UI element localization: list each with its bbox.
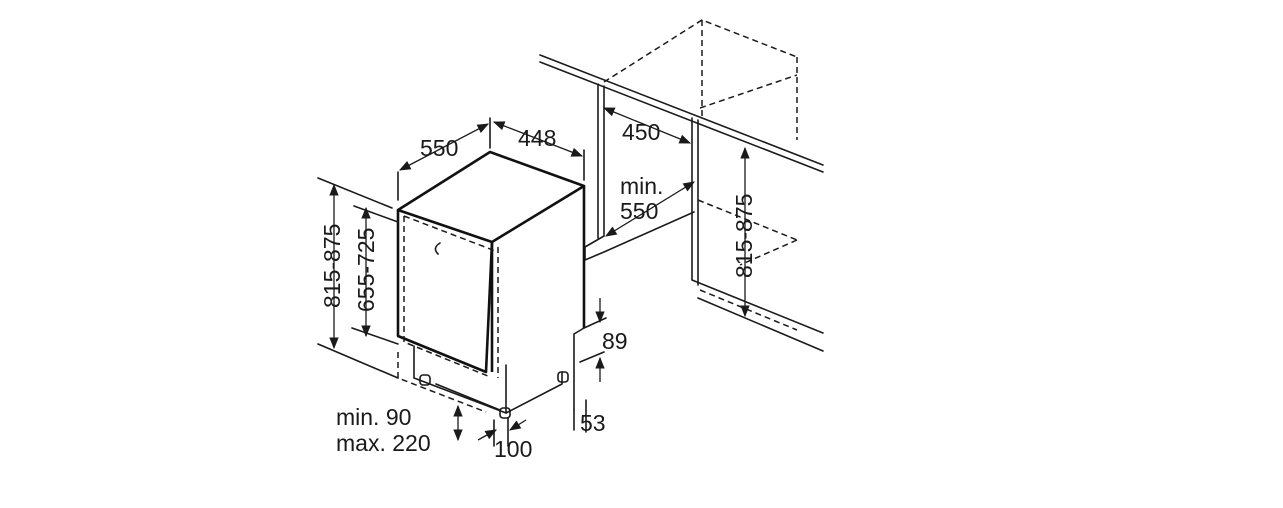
label-unit-depth: 550 bbox=[420, 135, 458, 161]
label-height-range: 815-875 bbox=[319, 224, 345, 308]
label-niche-depth-1: min. bbox=[620, 173, 663, 199]
dishwasher bbox=[396, 150, 586, 419]
side-frame bbox=[573, 327, 585, 411]
label-unit-width: 448 bbox=[518, 125, 556, 151]
label-niche-height: 815-875 bbox=[731, 194, 757, 278]
plinth-depth-dim-2 bbox=[509, 419, 527, 431]
kitchen-niche bbox=[539, 19, 824, 352]
dishwasher-top bbox=[396, 150, 586, 244]
unit-depth-dim bbox=[398, 123, 490, 171]
plinth-depth-dim bbox=[477, 429, 498, 441]
foot-left bbox=[419, 374, 431, 386]
unit-width-dim bbox=[492, 121, 584, 157]
dishwasher-plinth bbox=[413, 345, 563, 414]
dishwasher-side bbox=[490, 186, 586, 372]
label-plinth-height: 89 bbox=[602, 328, 628, 354]
foot-front bbox=[499, 407, 511, 419]
dishwasher-dimensions bbox=[317, 117, 607, 447]
niche-right-cabinet bbox=[691, 117, 824, 352]
label-appliance-height: 655-725 bbox=[353, 228, 379, 312]
label-plinth-depth: 100 bbox=[494, 436, 532, 462]
label-door-max: max. 220 bbox=[336, 430, 431, 456]
plinth-dashed bbox=[397, 352, 487, 413]
label-door-min: min. 90 bbox=[336, 404, 411, 430]
niche-left-wall bbox=[584, 83, 695, 261]
label-foot-height: 53 bbox=[580, 410, 606, 436]
label-niche-depth-2: 550 bbox=[620, 198, 658, 224]
foot-right bbox=[557, 371, 569, 383]
door-handle bbox=[434, 242, 441, 255]
niche-width-dim bbox=[602, 107, 692, 144]
countertop-edge bbox=[539, 54, 824, 173]
door-panel-outline bbox=[403, 215, 499, 378]
dishwasher-front bbox=[396, 210, 494, 374]
niche-depth-dim bbox=[605, 181, 695, 237]
label-niche-width: 450 bbox=[622, 119, 660, 145]
dimension-labels: 550 448 450 min. 550 815-875 815-875 655… bbox=[319, 119, 757, 462]
